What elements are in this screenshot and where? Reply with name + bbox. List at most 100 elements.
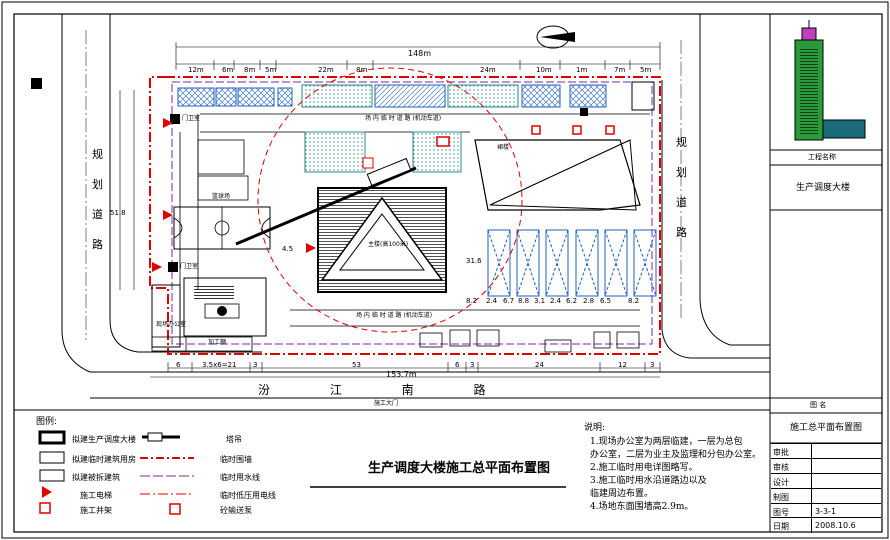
dim-gap: 8.8 bbox=[518, 297, 530, 305]
title-block-row: 审核 bbox=[771, 458, 881, 474]
storage-yard-6 bbox=[631, 81, 655, 111]
legend-heading: 图例: bbox=[36, 417, 58, 427]
title-block-row: 设计 bbox=[771, 473, 881, 489]
dim-top-seg: 24m bbox=[480, 66, 496, 74]
service-4 bbox=[544, 339, 572, 353]
dim-top-seg: 8m bbox=[244, 66, 256, 74]
legend-item: 拟建生产调度大楼 bbox=[72, 435, 136, 444]
annex-building bbox=[474, 139, 641, 211]
note-line: 1.现场办公室为两层临建，一层为总包 bbox=[590, 437, 743, 447]
temp-building-3 bbox=[237, 87, 275, 107]
bottom-dimension-ticks bbox=[167, 362, 661, 372]
road-label-bottom: 汾 江 南 路 bbox=[258, 383, 514, 397]
drawing-title: 生产调度大楼施工总平面布置图 bbox=[368, 461, 551, 476]
dim-gap: 2.4 bbox=[550, 297, 562, 305]
dim-gap: 6.7 bbox=[503, 297, 515, 305]
main-building bbox=[317, 187, 447, 293]
dim-top-seg: 7m bbox=[614, 66, 626, 74]
dim-misc: 4.5 bbox=[282, 245, 294, 253]
legend-item: 施工井架 bbox=[80, 506, 112, 515]
storage-yard-4 bbox=[521, 84, 561, 108]
title-block-row: 制图 bbox=[771, 488, 881, 504]
main-building-label: 主楼(高100米) bbox=[368, 241, 409, 248]
dim-gap: 2.8 bbox=[583, 297, 595, 305]
hoist-marker-1 bbox=[531, 125, 541, 135]
temp-building-4 bbox=[277, 87, 293, 107]
dim-bottom-total: 153.7m bbox=[386, 370, 417, 379]
legend-item: 塔吊 bbox=[226, 435, 242, 444]
project-name: 生产调度大楼 bbox=[796, 183, 851, 193]
office-block bbox=[151, 284, 181, 348]
guard-box-mid bbox=[362, 157, 374, 169]
dim-misc: 51.8 bbox=[110, 209, 126, 217]
office-label: 现场办公室 bbox=[156, 321, 187, 328]
legend-item: 拟建被拆建筑 bbox=[72, 473, 120, 482]
hoist-marker-2 bbox=[572, 125, 582, 135]
dim-bottom-seg: 3 bbox=[253, 361, 258, 369]
dim-top-seg: 1m bbox=[576, 66, 588, 74]
dim-top-total: 148m bbox=[408, 49, 432, 58]
dim-top-seg: 5m bbox=[640, 66, 652, 74]
road-label-left: 规划道路 bbox=[92, 148, 103, 251]
note-line: 4.场地东面围墙高2.9m。 bbox=[590, 502, 694, 512]
storage-yard-5 bbox=[569, 84, 607, 108]
dim-gap: 6.5 bbox=[600, 297, 612, 305]
workshop-label: 加工棚 bbox=[208, 339, 227, 346]
dim-gap: 8.2 bbox=[628, 297, 640, 305]
legend-item: 临时用水线 bbox=[220, 473, 260, 482]
dim-top-seg: 6m bbox=[222, 66, 234, 74]
pump-marker bbox=[436, 136, 450, 147]
black-block bbox=[31, 78, 42, 89]
storage-yard-1 bbox=[301, 84, 373, 108]
workshop-block bbox=[183, 277, 267, 337]
room-left-1 bbox=[197, 139, 245, 175]
dim-misc: 31.6 bbox=[466, 257, 482, 265]
hoist-marker-3 bbox=[605, 125, 615, 135]
gate-top-left bbox=[170, 114, 180, 124]
storage-yard-3 bbox=[447, 84, 519, 108]
dim-top-seg: 22m bbox=[318, 66, 334, 74]
drawing-name: 施工总平面布置图 bbox=[790, 423, 863, 433]
legend-item: 拟建临时建筑用房 bbox=[72, 455, 136, 464]
dim-bottom-seg: 6 bbox=[455, 361, 460, 369]
office-row bbox=[151, 336, 253, 352]
bay-row bbox=[487, 229, 657, 297]
drawing-name-label: 图 名 bbox=[810, 401, 827, 409]
note-line: 2.施工临时用电详图略写。 bbox=[590, 463, 698, 473]
annex-label: 裙楼 bbox=[497, 144, 510, 151]
dim-top-seg: 10m bbox=[536, 66, 552, 74]
notes-heading: 说明: bbox=[584, 423, 606, 433]
dim-top-seg: 12m bbox=[188, 66, 204, 74]
left-road-edge-outer bbox=[61, 14, 770, 373]
gate-marker-right bbox=[580, 108, 588, 116]
inner-frame bbox=[13, 13, 883, 533]
gate-left bbox=[168, 262, 178, 272]
elevator-marker-3 bbox=[152, 262, 162, 272]
note-line: 3.施工临时用水沿道路边以及 bbox=[590, 476, 707, 486]
guard-label-top: 门卫室 bbox=[182, 115, 201, 122]
legend-item: 砼输送泵 bbox=[220, 506, 252, 515]
road-label-internal-bottom: 场 内 临 时 道 路 (机动车道) bbox=[356, 312, 433, 319]
guard-label-left: 门卫室 bbox=[180, 263, 199, 270]
title-block-row: 审批 bbox=[771, 443, 881, 459]
dim-top-seg: 5m bbox=[265, 66, 277, 74]
service-1 bbox=[419, 332, 443, 348]
project-name-label: 工程名称 bbox=[808, 153, 836, 161]
top-dimension-ticks bbox=[175, 42, 661, 70]
legend-item: 临时低压用电线 bbox=[220, 491, 276, 500]
road-label-right: 规划道路 bbox=[676, 136, 687, 239]
service-5 bbox=[593, 331, 611, 349]
storage-yard-2 bbox=[374, 84, 446, 108]
entrance-label: 施工大门 bbox=[374, 400, 399, 407]
dim-bottom-seg: 3.5x6=21 bbox=[202, 361, 237, 369]
thumbnail-elevation bbox=[794, 20, 866, 141]
service-6 bbox=[616, 331, 640, 349]
dim-top-seg: 8m bbox=[356, 66, 368, 74]
note-line: 办公室，二层为业主及监理和分包办公室。 bbox=[590, 450, 762, 460]
elevator-marker-1 bbox=[306, 243, 316, 253]
title-block-lines bbox=[770, 149, 882, 444]
